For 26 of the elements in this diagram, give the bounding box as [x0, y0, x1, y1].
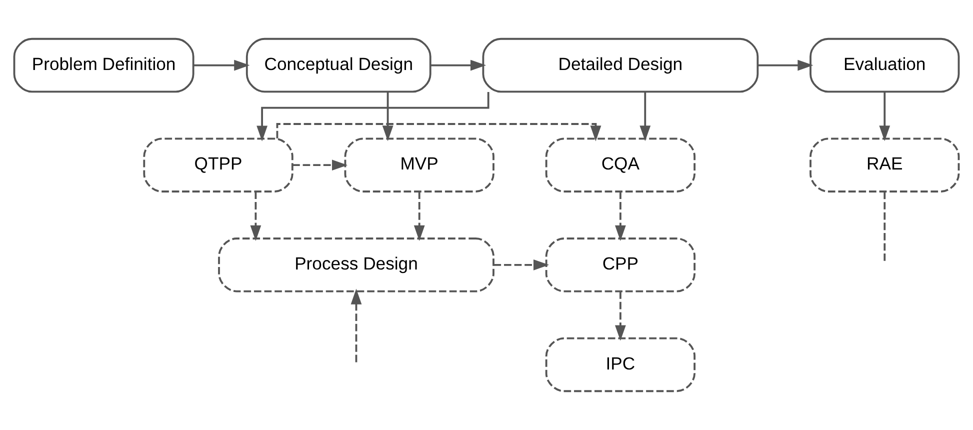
- arrow: [614, 192, 626, 241]
- node-box: MVP: [344, 138, 494, 192]
- arrow: [640, 92, 651, 142]
- arrow: [430, 60, 486, 71]
- arrow: [879, 92, 890, 142]
- node-box: Process Design: [218, 238, 494, 292]
- node-box: CQA: [545, 138, 696, 192]
- node-box: Problem Definition: [13, 38, 194, 93]
- arrow: [250, 192, 262, 241]
- node-box: Detailed Design: [482, 38, 759, 93]
- arrow: [758, 60, 814, 71]
- arrow: [494, 259, 550, 270]
- arrow: [382, 92, 394, 142]
- node-box: CPP: [545, 238, 696, 292]
- arrow: [614, 292, 626, 341]
- connector: [884, 192, 886, 264]
- arrow: [414, 192, 425, 241]
- arrow: [194, 60, 250, 71]
- node-box: QTPP: [143, 138, 294, 192]
- node-box: Evaluation: [810, 38, 960, 93]
- node-box: RAE: [810, 138, 960, 192]
- arrow: [292, 160, 348, 171]
- node-box: Conceptual Design: [246, 38, 432, 93]
- arrow: [276, 123, 602, 142]
- node-box: IPC: [545, 337, 696, 392]
- arrow: [350, 288, 362, 364]
